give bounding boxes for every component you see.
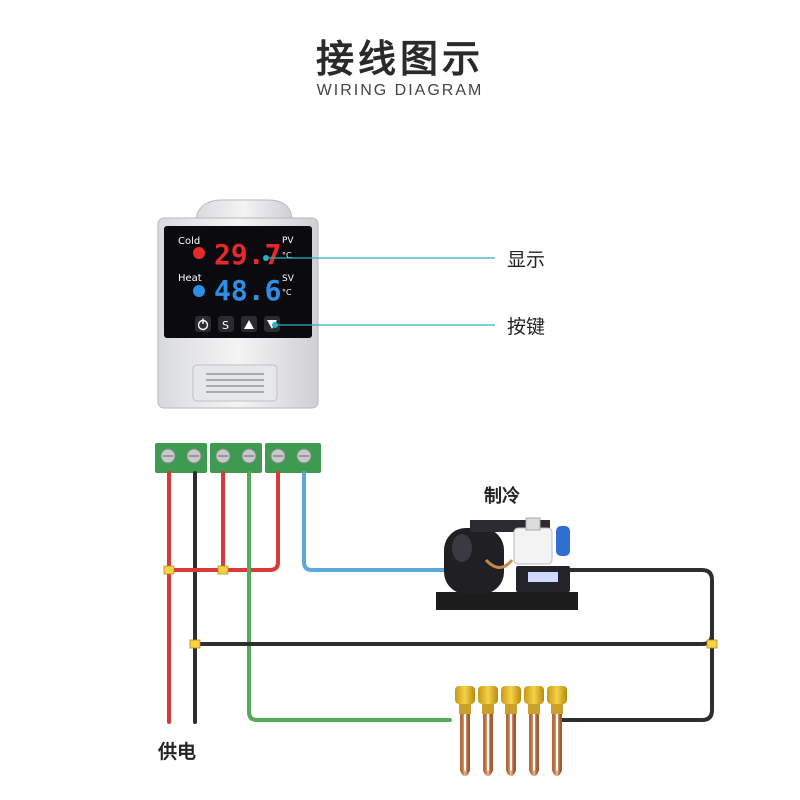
wire-neutral-heater xyxy=(558,632,714,722)
wire-heater-green xyxy=(247,471,452,722)
sv-display: 48.6 xyxy=(214,274,281,307)
wire-red-jumper xyxy=(167,471,280,572)
refrigeration-unit xyxy=(436,517,578,610)
up-button[interactable] xyxy=(241,316,257,332)
set-button-label: S xyxy=(222,319,229,332)
terminal-block-middle xyxy=(210,443,262,473)
wire-neutral-common xyxy=(193,568,714,646)
terminal-block-left xyxy=(155,443,207,473)
wire-cooler-blue xyxy=(302,471,447,572)
keys-callout-label: 按键 xyxy=(507,316,545,338)
display-callout-label: 显示 xyxy=(507,249,545,271)
keys-callout xyxy=(272,322,495,328)
cold-indicator-led xyxy=(193,247,205,259)
page-title: 接线图示 xyxy=(315,37,484,81)
pv-label: PV xyxy=(282,236,294,246)
unit-label-bottom: °C xyxy=(282,288,292,297)
wire-junctions xyxy=(163,565,718,649)
cover-vents xyxy=(206,373,264,393)
power-button[interactable] xyxy=(195,316,211,332)
heater-element xyxy=(501,686,521,776)
display-callout xyxy=(263,255,495,261)
heater-element xyxy=(524,686,544,776)
page-subtitle: WIRING DIAGRAM xyxy=(316,82,484,99)
sv-label: SV xyxy=(282,274,295,284)
heat-indicator-led xyxy=(193,285,205,297)
refrigeration-label: 制冷 xyxy=(484,485,520,507)
power-supply-label: 供电 xyxy=(157,740,196,763)
cold-label: Cold xyxy=(178,236,200,247)
pv-display: 29.7 xyxy=(214,238,281,271)
mounting-tab-top xyxy=(195,199,293,219)
heater-element xyxy=(455,686,475,776)
triangle-up-icon xyxy=(244,320,254,329)
heater-element xyxy=(478,686,498,776)
temperature-controller: Cold Heat 29.7 48.6 PV °C SV °C S xyxy=(157,199,319,409)
set-button[interactable]: S xyxy=(218,316,234,332)
heating-elements xyxy=(455,686,567,776)
heat-label: Heat xyxy=(178,273,202,284)
unit-label-top: °C xyxy=(282,251,292,260)
terminal-block-right xyxy=(265,443,321,473)
terminal-cover xyxy=(192,364,278,402)
heater-element xyxy=(547,686,567,776)
